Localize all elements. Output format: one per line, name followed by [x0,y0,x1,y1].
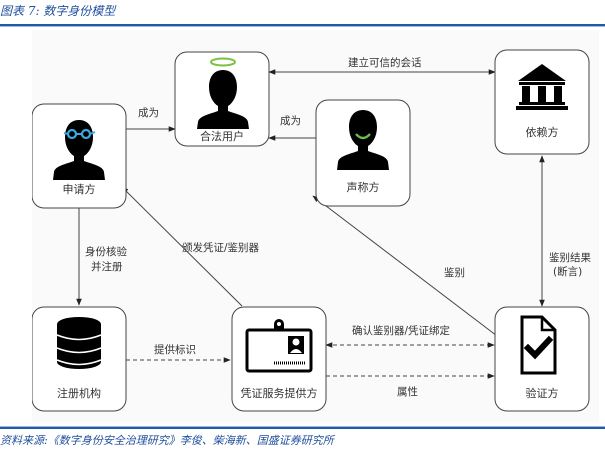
label-provide-id: 提供标识 [154,343,196,356]
node-claimant: 声称方 [315,99,411,207]
label-authenticate: 鉴别 [444,266,465,279]
label-claimant-to-user: 成为 [280,115,301,127]
person-with-halo-icon [197,57,249,129]
node-label-claimant: 声称方 [347,180,380,194]
node-applicant: 申请方 [32,103,127,209]
database-icon [56,317,102,369]
top-divider [0,24,605,27]
node-label-verifier: 验证方 [526,386,559,400]
edge-claimant-verifier [312,195,502,340]
person-with-glasses-icon [53,120,105,180]
digital-identity-diagram: 成为 成为 建立可信的会话 身份核验 并注册 颁发凭证/鉴别器 鉴别 鉴别结果 … [32,49,591,412]
diagram-canvas: 成为 成为 建立可信的会话 身份核验 并注册 颁发凭证/鉴别器 鉴别 鉴别结果 … [32,30,599,422]
document-check-icon [520,315,557,375]
edge-csp-to-applicant [121,186,243,307]
label-result-1: 鉴别结果 [549,251,591,264]
node-label-csp: 凭证服务提供方 [241,386,318,400]
node-label-legit-user: 合法用户 [200,129,244,143]
label-identity-verify-1: 身份核验 [85,245,127,258]
person-smiling-icon [337,110,389,170]
label-issue: 颁发凭证/鉴别器 [182,241,260,254]
node-legit-user: 合法用户 [174,51,270,147]
edge-labels: 成为 成为 建立可信的会话 身份核验 并注册 颁发凭证/鉴别器 鉴别 鉴别结果 … [85,56,591,398]
edges [76,69,545,379]
figure-caption: 图表 7: 数字身份模型 [0,4,116,18]
node-relying-party: 依赖方 [494,49,590,155]
bottom-divider [0,426,605,429]
node-label-relying-party: 依赖方 [526,125,559,139]
source-note: 资料来源:《数字身份安全治理研究》李俊、柴海新、国盛证券研究所 [0,434,334,447]
label-attributes: 属性 [397,385,418,398]
label-identity-verify-2: 并注册 [91,260,123,273]
label-confirm-binding: 确认鉴别器/凭证绑定 [352,324,451,337]
label-applicant-to-user: 成为 [138,107,159,119]
bank-building-icon [516,64,568,110]
label-result-2: (断言) [553,265,582,278]
node-registry: 注册机构 [32,306,127,412]
node-csp: 凭证服务提供方 [231,306,327,412]
label-user-relying: 建立可信的会话 [348,56,422,69]
node-label-registry: 注册机构 [57,386,101,400]
node-verifier: 验证方 [494,306,590,412]
node-label-applicant: 申请方 [63,182,96,196]
id-badge-icon [245,319,313,373]
